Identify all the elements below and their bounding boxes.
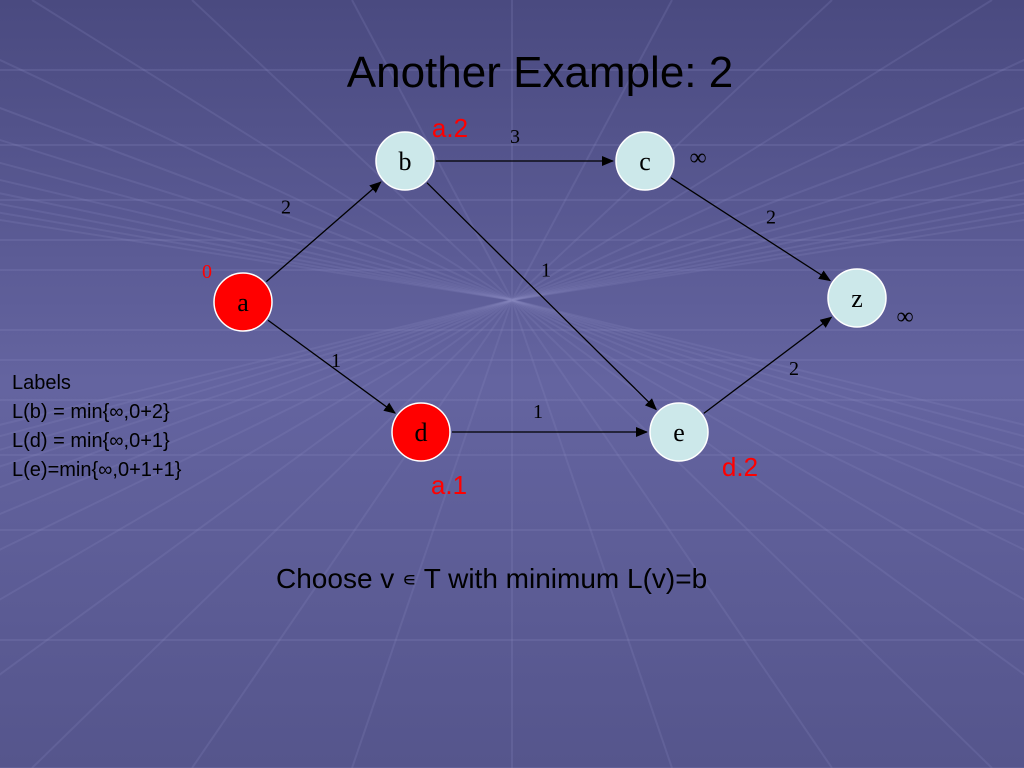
edge-weight-b-c: 3: [510, 126, 520, 148]
node-d: [391, 402, 451, 462]
node-annotation-a: 0: [202, 261, 212, 283]
node-label-a: a: [237, 288, 249, 317]
edge-weight-d-e: 1: [533, 401, 543, 423]
edge-weight-c-z: 2: [766, 207, 776, 229]
edge-a-b: [265, 181, 382, 283]
edge-a-d: [267, 319, 396, 414]
labels-block: Labels L(b) = min{∞,0+2} L(d) = min{∞,0+…: [12, 369, 181, 485]
labels-heading: Labels: [12, 372, 71, 394]
element-of-symbol: ∊: [402, 569, 417, 591]
edge-weight-b-e: 1: [541, 260, 551, 282]
node-annotation-d: a.1: [431, 470, 467, 500]
edge-e-z: [703, 316, 833, 414]
choose-statement: Choose v ∊ T with minimum L(v)=b: [276, 563, 707, 595]
node-label-b: b: [399, 147, 412, 176]
node-c: [615, 131, 675, 191]
edge-b-e: [426, 182, 657, 411]
node-e: [649, 402, 709, 462]
label-line-e: L(e)=min{∞,0+1+1}: [12, 459, 182, 481]
label-line-d: L(d) = min{∞,0+1}: [12, 430, 170, 452]
node-z: [827, 268, 887, 328]
edge-weight-a-b: 2: [281, 197, 291, 219]
node-a: [213, 272, 273, 332]
node-annotation-z: ∞: [896, 304, 913, 330]
node-annotation-b: a.2: [432, 113, 468, 143]
edge-weight-a-d: 1: [331, 350, 341, 372]
choose-prefix: Choose v: [276, 563, 395, 594]
edge-weight-e-z: 2: [789, 358, 799, 380]
node-label-d: d: [415, 418, 428, 447]
node-b: [375, 131, 435, 191]
node-annotation-c: ∞: [689, 145, 706, 171]
node-label-z: z: [851, 284, 863, 313]
node-annotation-e: d.2: [722, 452, 758, 482]
edge-c-z: [670, 177, 831, 282]
choose-suffix: T with minimum L(v)=b: [423, 563, 708, 594]
node-label-c: c: [639, 147, 651, 176]
node-label-e: e: [673, 418, 685, 447]
slide-title: Another Example: 2: [346, 48, 734, 97]
label-line-b: L(b) = min{∞,0+2}: [12, 401, 170, 423]
